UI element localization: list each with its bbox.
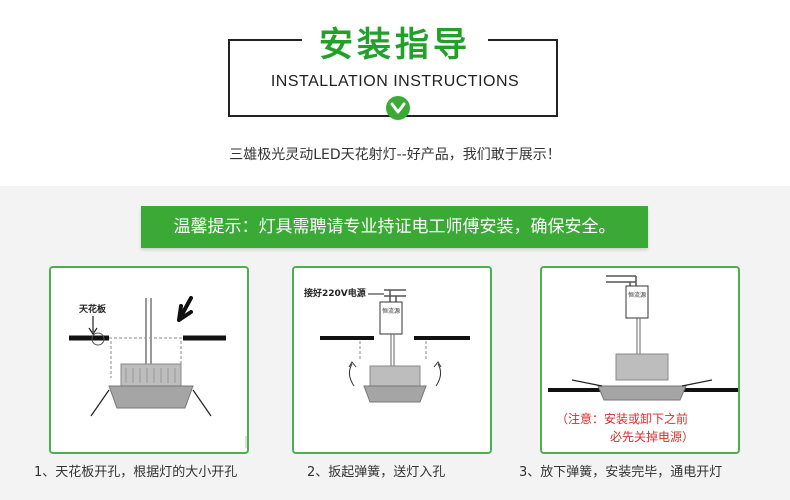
step-2-caption: 2、扳起弹簧，送灯入孔 [307,465,446,480]
step-1-diagram: 天花板 [49,266,249,454]
step-3-caption: 3、放下弹簧，安装完毕，通电开灯 [519,465,723,480]
chevron-down-icon [386,96,410,120]
step-2-diagram: 接好220V电源 恒流源 [292,266,492,454]
title-frame-gap [302,28,488,54]
power-off-warning: （注意：安装或卸下之前 必先关掉电源） [556,410,738,446]
tagline: 三雄极光灵动LED天花射灯--好产品，我们敢于展示！ [229,147,561,163]
page-title: 安装指导 [319,25,471,65]
step-1-caption: 1、天花板开孔，根据灯的大小开孔 [34,465,238,480]
warning-line-1: （注意：安装或卸下之前 [556,412,689,426]
ceiling-label: 天花板 [79,303,107,315]
safety-notice-banner: 温馨提示：灯具需聘请专业持证电工师傅安装，确保安全。 [141,206,648,248]
warning-line-2: 必先关掉电源） [610,430,695,444]
step-3-diagram: 恒流源 （注意：安装或卸下之前 必先关掉电源） [540,266,740,454]
driver-label: 恒流源 [382,307,400,315]
driver-label-3: 恒流源 [628,291,646,299]
page-subtitle: INSTALLATION INSTRUCTIONS [270,73,520,90]
power-label: 接好220V电源 [304,287,366,299]
